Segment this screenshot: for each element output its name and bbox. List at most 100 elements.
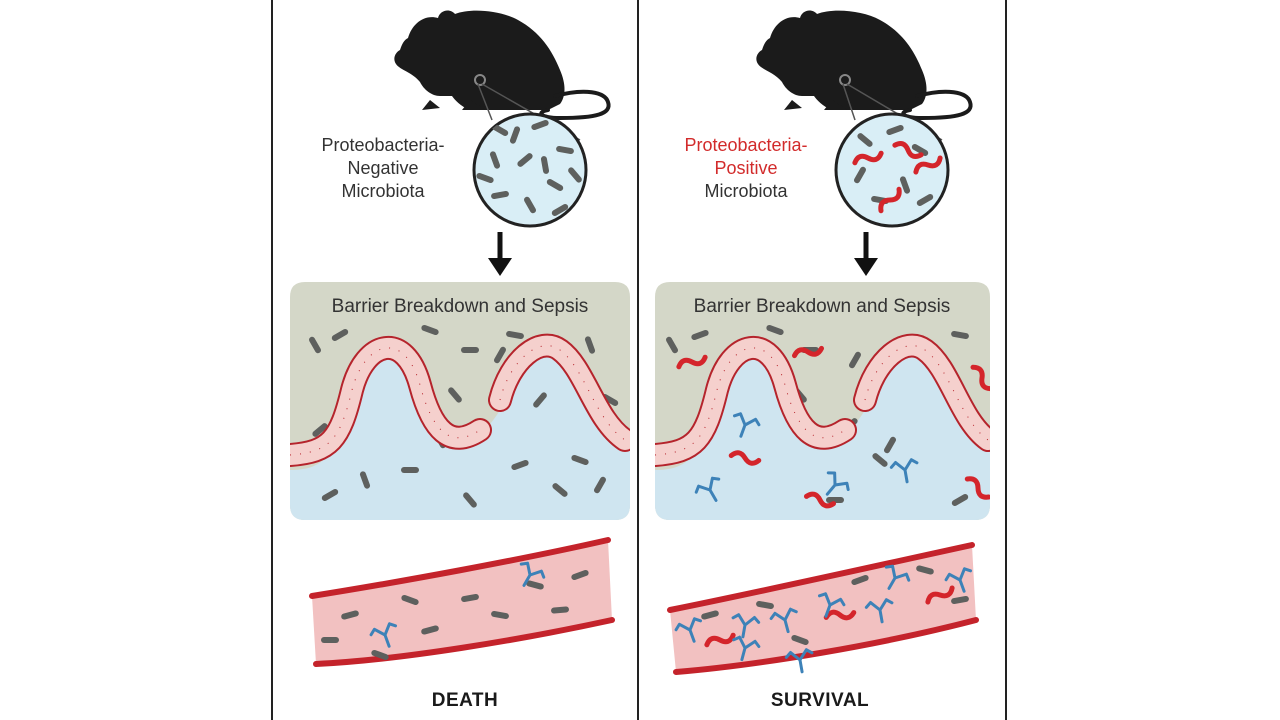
label-line-highlight: Positive [714, 158, 778, 178]
commensal-bacterium [312, 423, 328, 437]
commensal-bacterium [551, 606, 569, 614]
arrow-right [854, 232, 878, 276]
commensal-bacterium [531, 119, 549, 131]
commensal-bacterium [506, 330, 524, 340]
commensal-bacterium [489, 151, 501, 169]
proteobacterium [913, 155, 943, 175]
commensal-bacterium [951, 494, 969, 506]
commensal-bacterium [476, 172, 494, 184]
label-line-highlight: Proteobacteria- [684, 135, 808, 155]
commensal-bacterium [556, 145, 574, 155]
commensal-bacterium [872, 453, 888, 467]
commensal-bacterium [691, 329, 709, 341]
commensal-bacterium [321, 489, 339, 501]
antibody [944, 567, 973, 593]
commensal-bacterium [461, 347, 479, 353]
proteobacterium [676, 354, 708, 370]
commensal-bacterium [533, 392, 547, 408]
proteobacterium [803, 491, 837, 509]
gut-tissue-right [655, 282, 990, 520]
commensal-bacterium [851, 574, 869, 586]
proteobacterium [728, 450, 762, 466]
outcome-label-right: SURVIVAL [770, 690, 870, 711]
label-line: Proteobacteria- [321, 135, 445, 155]
proteobacterium [970, 364, 990, 392]
commensal-bacterium [552, 483, 568, 497]
blood-vessel-right [667, 542, 979, 675]
commensal-bacterium [854, 166, 866, 184]
commensal-bacterium [951, 595, 969, 605]
commensal-bacterium [331, 329, 349, 341]
antibody [784, 648, 814, 674]
label-line: Negative [347, 158, 419, 178]
commensal-bacterium [401, 467, 419, 473]
proteobacterium [791, 345, 825, 359]
commensal-bacterium [584, 336, 596, 354]
commensal-bacterium [321, 637, 339, 643]
antibody [731, 613, 761, 639]
commensal-bacterium [491, 190, 509, 200]
microbiota-zoom-left [472, 112, 588, 228]
antibody [825, 471, 850, 496]
commensal-bacterium [571, 454, 589, 466]
commensal-bacterium [491, 610, 509, 620]
antibody [864, 598, 894, 624]
commensal-bacterium [791, 634, 809, 646]
commensal-bacterium [899, 176, 911, 194]
commensal-bacterium [463, 492, 477, 508]
commensal-bacterium [916, 194, 934, 206]
antibody [732, 635, 761, 662]
commensal-bacterium [421, 625, 439, 635]
commensal-bacterium [884, 436, 896, 454]
commensal-bacterium [359, 471, 371, 489]
microbiota-label-left: Proteobacteria- Negative Microbiota [268, 134, 498, 203]
commensal-bacterium [309, 336, 321, 354]
proteobacterium [925, 585, 955, 605]
proteobacterium [823, 609, 857, 621]
commensal-bacterium [594, 476, 606, 494]
commensal-bacterium [524, 196, 536, 214]
commensal-bacterium [401, 594, 419, 606]
barrier-label-right: Barrier Breakdown and Sepsis [693, 296, 951, 317]
commensal-bacterium [491, 124, 509, 136]
microbiota-label-right: Proteobacteria- Positive Microbiota [631, 134, 861, 203]
commensal-bacterium [756, 600, 774, 610]
commensal-bacterium [371, 649, 389, 661]
antibody [732, 412, 761, 438]
proteobacterium [704, 632, 736, 648]
commensal-bacterium [857, 133, 873, 147]
proteobacterium [852, 150, 884, 166]
commensal-bacterium [509, 126, 521, 144]
commensal-bacterium [826, 497, 844, 503]
commensal-bacterium [916, 565, 934, 575]
commensal-bacterium [886, 124, 904, 136]
commensal-bacterium [540, 156, 550, 174]
proteobacterium [878, 186, 902, 214]
commensal-bacterium [494, 346, 506, 364]
commensal-bacterium [601, 394, 619, 406]
commensal-bacterium [421, 324, 439, 336]
microbiota-zoom-right [834, 112, 950, 228]
commensal-bacterium [571, 569, 589, 581]
commensal-bacterium [551, 204, 569, 216]
commensal-bacterium [849, 351, 861, 369]
commensal-bacterium [341, 610, 359, 620]
antibody [817, 592, 846, 618]
commensal-bacterium [546, 179, 564, 191]
outcome-label-left: DEATH [431, 690, 499, 711]
commensal-bacterium [951, 330, 969, 340]
commensal-bacterium [766, 324, 784, 336]
antibody [769, 607, 798, 634]
antibody [694, 476, 721, 502]
commensal-bacterium [568, 167, 582, 183]
gut-tissue-left [290, 282, 630, 520]
antibody [519, 561, 546, 587]
commensal-bacterium [526, 580, 544, 590]
label-line: Microbiota [704, 181, 788, 201]
commensal-bacterium [517, 153, 533, 167]
blood-vessel-left [309, 537, 615, 667]
proteobacterium [964, 476, 990, 500]
arrow-left [488, 232, 512, 276]
